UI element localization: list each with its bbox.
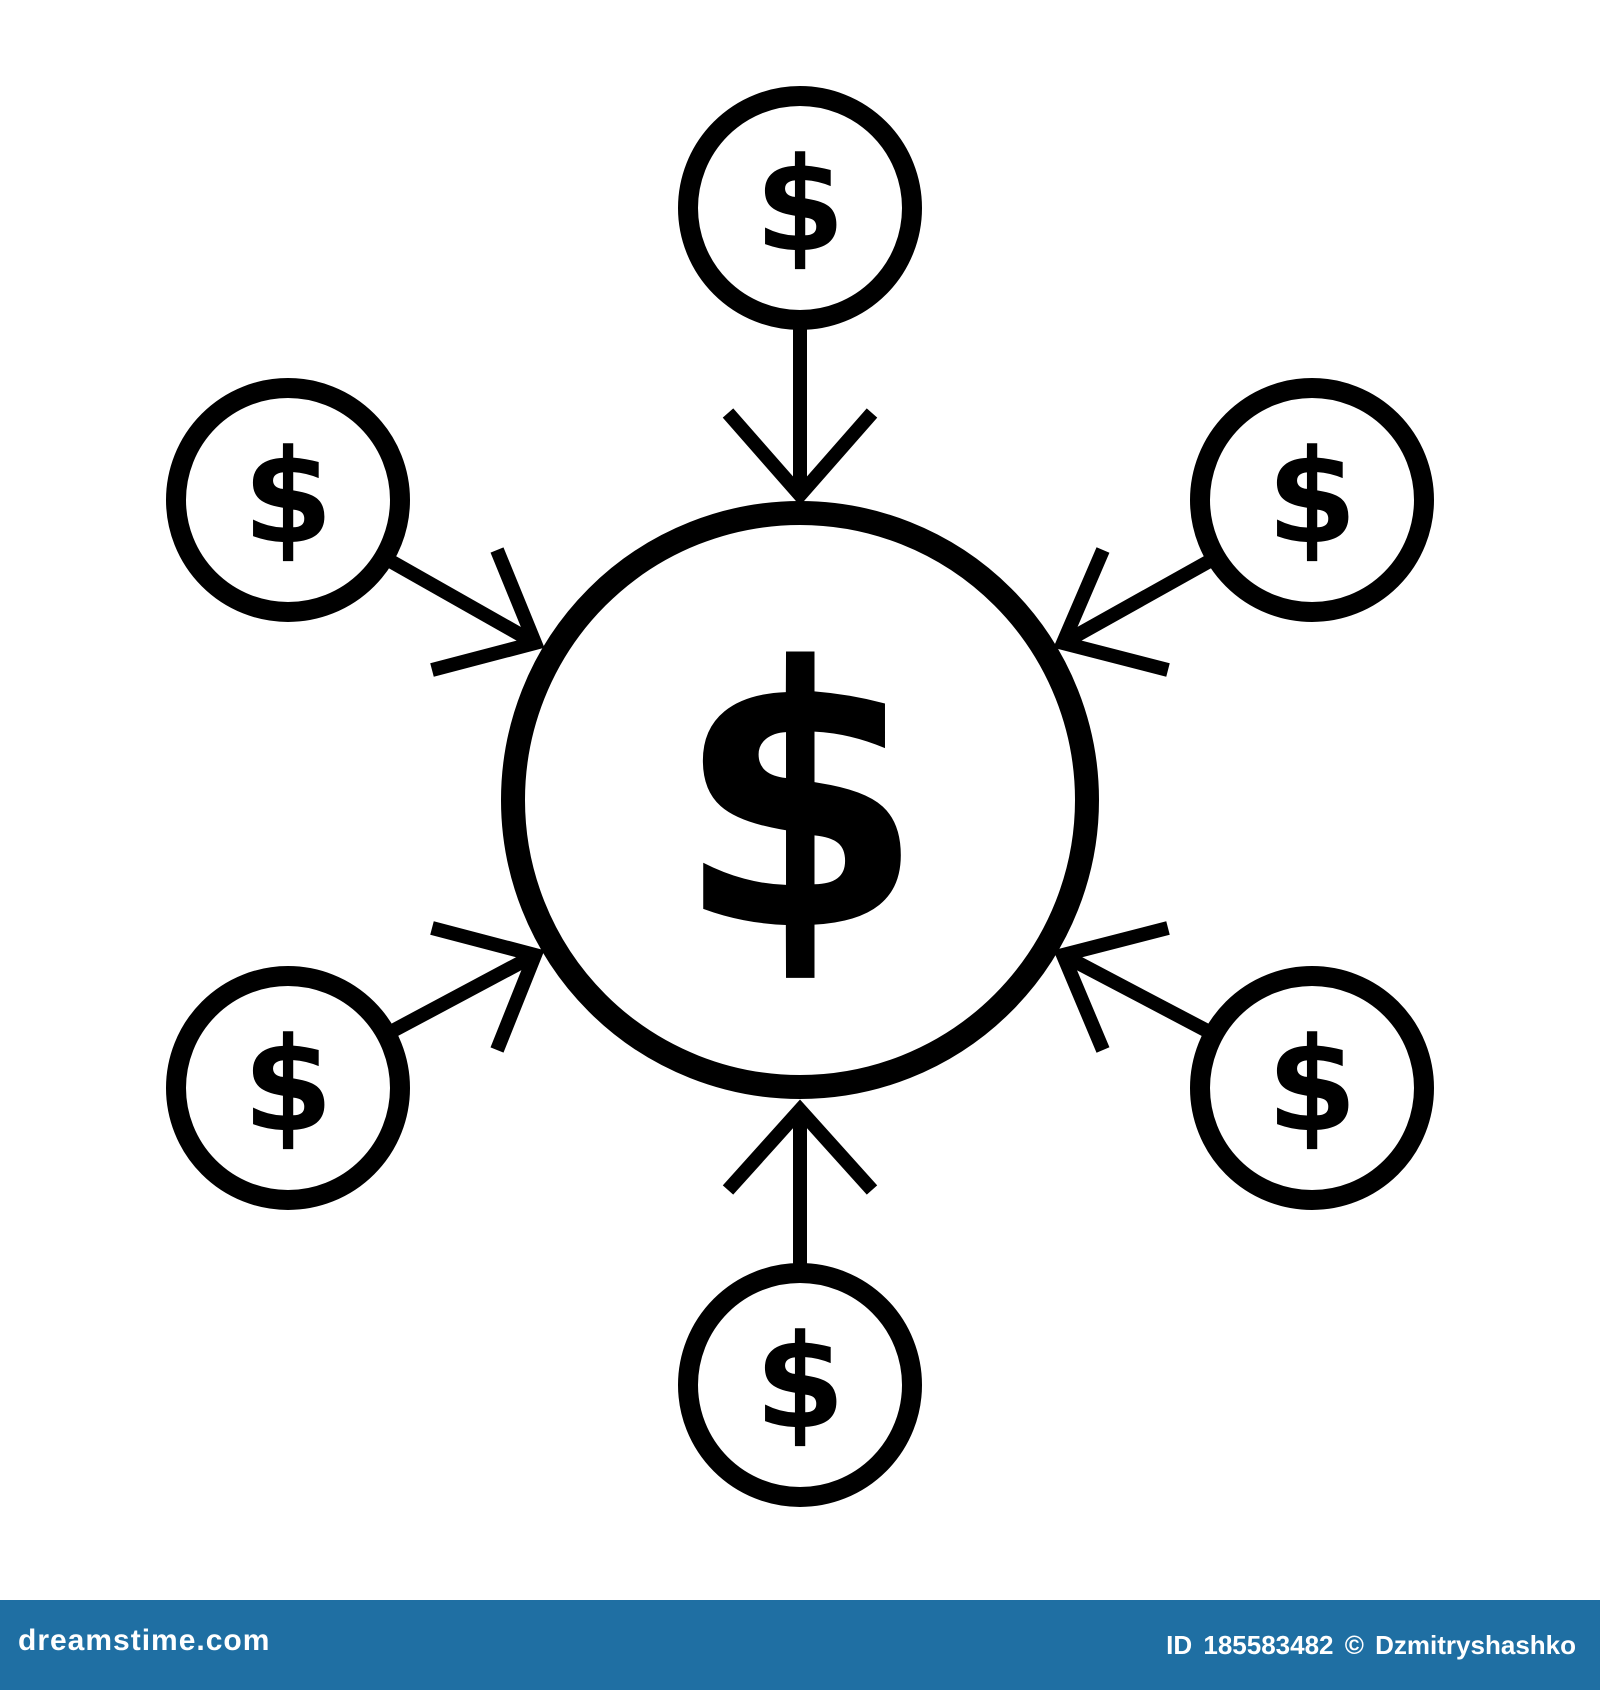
- coin-dollar-sign: $: [243, 421, 333, 573]
- money-flow-diagram: $ $ $ $ $ $: [166, 86, 1434, 1507]
- coin-node-lower-left: $: [166, 966, 410, 1210]
- brand-logo: dreamstime.com: [18, 1624, 271, 1657]
- coin-node-upper-left: $: [166, 378, 410, 622]
- copyright-symbol: ©: [1344, 1630, 1364, 1660]
- coin-dollar-sign: $: [755, 129, 845, 281]
- arrow-bottom: [722, 1099, 878, 1265]
- coin-dollar-sign: $: [243, 1009, 333, 1161]
- author-name: Dzmitryshashko: [1375, 1630, 1576, 1660]
- coin-dollar-sign: $: [1267, 421, 1357, 573]
- arrow-upper-left: [381, 547, 545, 677]
- coin-node-lower-right: $: [1190, 966, 1434, 1210]
- id-value: 185583482: [1203, 1630, 1334, 1660]
- hub-dollar-sign: $: [675, 591, 926, 1010]
- coin-dollar-sign: $: [755, 1306, 845, 1458]
- id-label: ID: [1166, 1630, 1193, 1660]
- arrow-upper-right: [1053, 547, 1219, 677]
- coin-node-top: $: [678, 86, 922, 330]
- arrow-top: [722, 325, 878, 506]
- coin-dollar-sign: $: [1267, 1009, 1357, 1161]
- arrow-lower-left: [381, 921, 545, 1053]
- hub-node: $: [501, 501, 1099, 1099]
- arrow-lower-right: [1053, 921, 1219, 1053]
- watermark-footer: dreamstime.com ID 185583482 © Dzmitrysha…: [0, 1600, 1600, 1690]
- coin-node-bottom: $: [678, 1263, 922, 1507]
- coin-node-upper-right: $: [1190, 378, 1434, 622]
- image-credit: ID 185583482 © Dzmitryshashko: [1162, 1630, 1576, 1661]
